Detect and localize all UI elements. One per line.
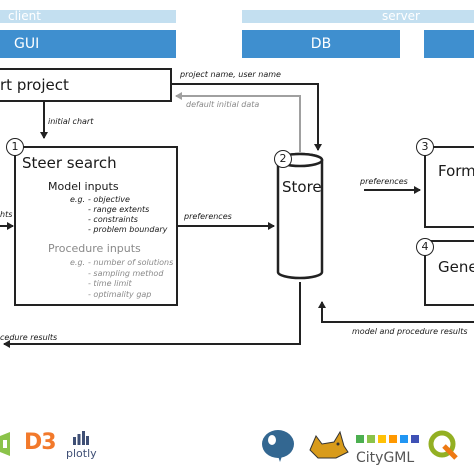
model-input-item: - constraints — [88, 215, 138, 224]
procedure-inputs-list: - number of solutions - sampling method … — [88, 258, 173, 300]
weights-label: hts — [0, 210, 13, 219]
steer-search-box: Steer search Model inputs e.g. - objecti… — [14, 146, 178, 306]
db-band: DB — [242, 30, 400, 58]
model-inputs-eg: e.g. — [70, 195, 86, 204]
store-title: Store — [282, 178, 322, 196]
store-cylinder — [276, 152, 324, 280]
step-number-1: 1 — [6, 138, 24, 156]
preferences-left-label: preferences — [184, 212, 232, 221]
procedure-results-label: cedure results — [0, 333, 58, 342]
step-number-2: 2 — [274, 150, 292, 168]
model-input-item: - objective — [88, 195, 130, 204]
qgis-logo-icon — [428, 430, 458, 464]
citygml-logo-icon: CityGML — [356, 430, 422, 466]
gene-title: Gene — [438, 258, 474, 276]
preferences-right-label: preferences — [360, 177, 408, 186]
model-procedure-results-label: model and procedure results — [352, 327, 468, 336]
server-label: server — [382, 9, 420, 23]
client-label: client — [8, 9, 41, 23]
procedure-input-item: - time limit — [88, 279, 132, 288]
plotly-logo-text: plotly — [66, 447, 97, 460]
plotly-bars-icon — [73, 431, 89, 445]
server-band: server — [242, 10, 474, 23]
step-number-3: 3 — [416, 138, 434, 156]
plotly-logo-icon: plotly — [66, 430, 97, 460]
gui-label: GUI — [14, 36, 40, 52]
tomcat-logo-icon — [306, 428, 350, 466]
project-name-label: project name, user name — [180, 70, 281, 79]
procedure-results-arrow — [2, 282, 301, 348]
form-box: Form — [424, 146, 474, 228]
procedure-input-item: - optimality gap — [88, 289, 152, 299]
citygml-logo-text: CityGML — [356, 450, 415, 466]
d3-logo-text: D3 — [24, 430, 57, 455]
model-inputs-list: - objective - range extents - constraint… — [88, 195, 167, 235]
d3-logo-icon: D3 — [24, 430, 57, 455]
step-number-4: 4 — [416, 238, 434, 256]
default-data-arrow — [175, 92, 301, 152]
model-inputs-title: Model inputs — [48, 180, 119, 193]
model-input-item: - problem boundary — [88, 225, 168, 234]
procedure-input-item: - sampling method — [88, 268, 164, 278]
procedure-inputs-title: Procedure inputs — [48, 242, 141, 255]
gui-band: GUI — [0, 30, 176, 58]
start-project-box: rt project — [0, 68, 172, 102]
start-project-title: rt project — [0, 76, 69, 94]
project-to-store-arrow — [172, 83, 322, 151]
client-band: client — [0, 10, 176, 23]
initial-chart-label: initial chart — [48, 117, 94, 126]
form-title: Form — [438, 162, 474, 180]
default-initial-data-label: default initial data — [186, 100, 260, 109]
model-input-item: - range extents — [88, 205, 150, 214]
nodejs-logo-icon — [0, 432, 12, 456]
steer-search-title: Steer search — [22, 154, 117, 172]
model-results-arrow — [318, 301, 474, 323]
postgresql-logo-icon — [258, 428, 298, 466]
procedure-input-item: - number of solutions — [88, 258, 174, 267]
db-label: DB — [310, 36, 332, 52]
citygml-squares-icon — [356, 435, 419, 443]
procedure-inputs-eg: e.g. — [70, 258, 86, 267]
server-right-band — [424, 30, 474, 58]
